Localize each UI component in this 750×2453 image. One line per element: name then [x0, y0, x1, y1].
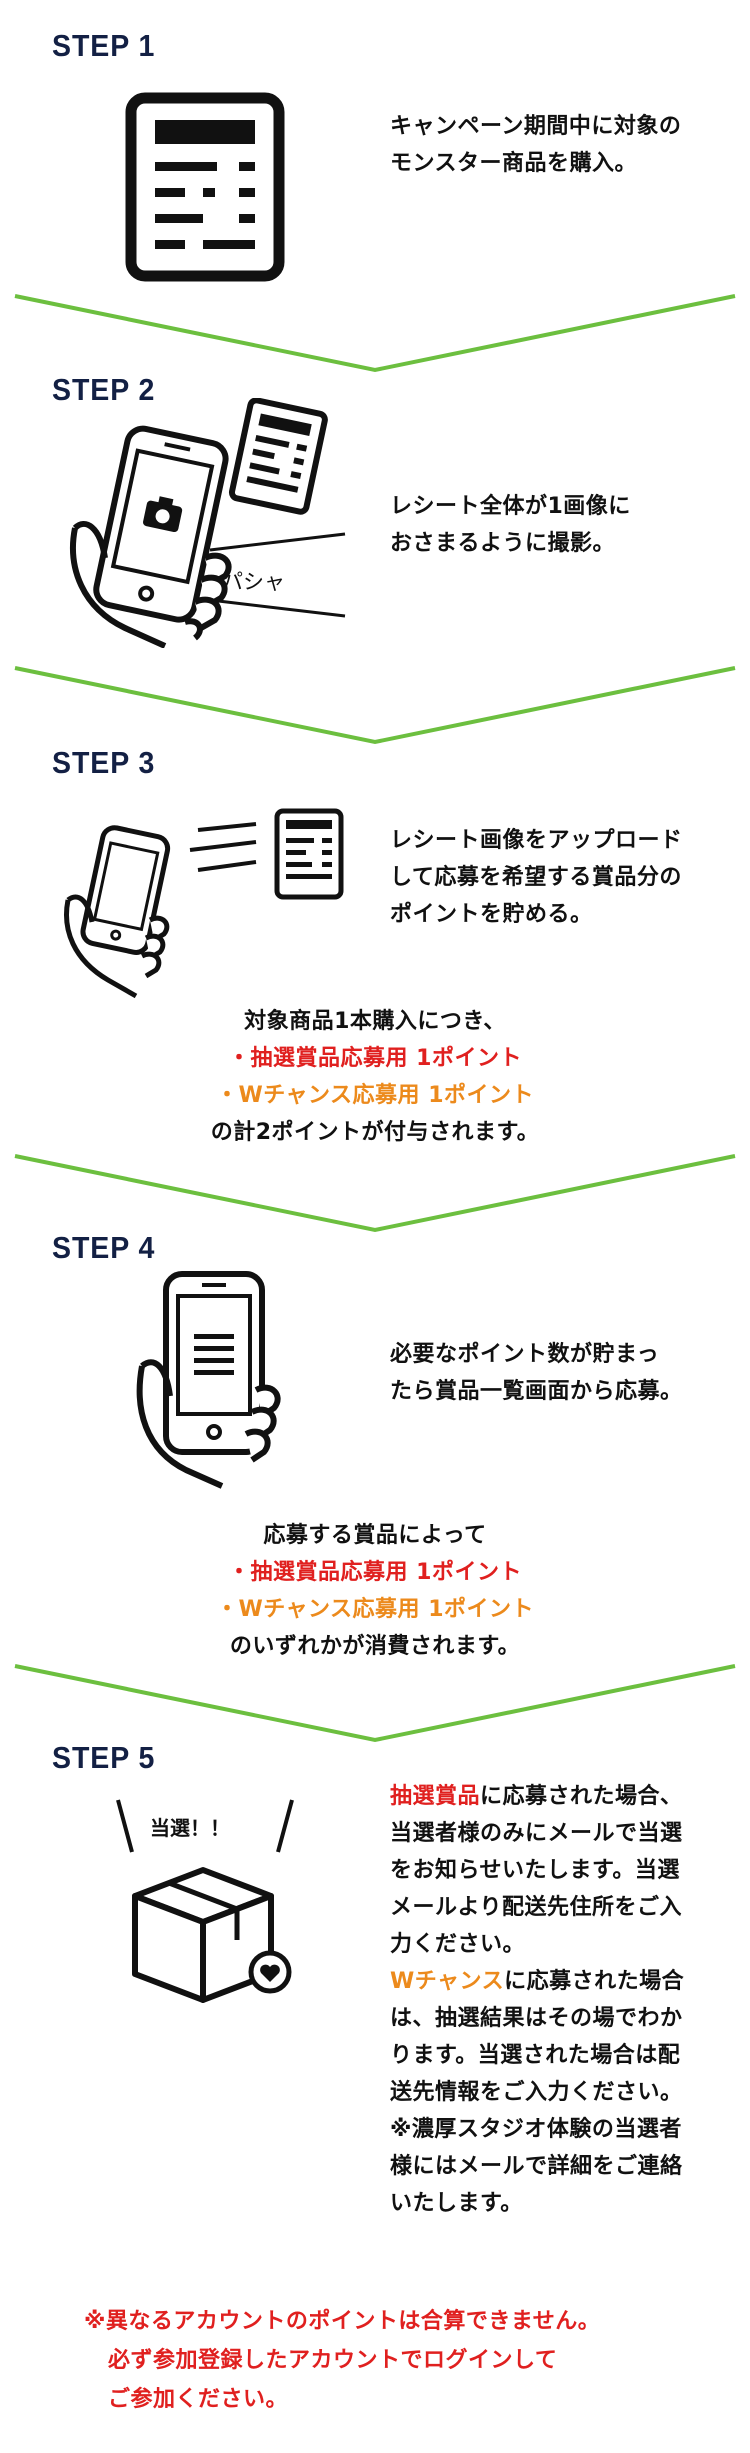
step3-points-block: 対象商品1本購入につき、 ・抽選賞品応募用 1ポイント ・Wチャンス応募用 1ポ…: [0, 1003, 750, 1151]
step5-description: 抽選賞品に応募された場合、 当選者様のみにメールで当選 をお知らせいたします。当…: [390, 1784, 685, 2216]
motion-lines: [189, 822, 257, 872]
step4-points-intro: 応募する賞品によって: [263, 1523, 487, 1548]
phone-upload-icon: [58, 820, 178, 1000]
receipt-small-icon: [228, 398, 328, 518]
chevron-divider-4: [14, 1664, 736, 1743]
step3-lottery-point: ・抽選賞品応募用 1ポイント: [228, 1046, 522, 1071]
step2-description: レシート全体が1画像に おさまるように撮影。: [390, 494, 631, 556]
heart-icon: [248, 1950, 292, 1994]
receipt-upload-icon: [272, 806, 346, 902]
wchance-term: Wチャンス: [390, 1969, 505, 1994]
step3-wchance-point: ・Wチャンス応募用 1ポイント: [215, 1083, 535, 1108]
step4-points-block: 応募する賞品によって ・抽選賞品応募用 1ポイント ・Wチャンス応募用 1ポイン…: [0, 1517, 750, 1665]
celebration-lines: [116, 1799, 294, 1853]
step4-title: STEP 4: [52, 1230, 156, 1265]
chevron-divider-3: [14, 1154, 736, 1233]
phone-camera-icon: [55, 408, 355, 648]
step3-points-intro: 対象商品1本購入につき、: [244, 1009, 506, 1034]
step4-description: 必要なポイント数が貯まっ たら賞品一覧画面から応募。: [390, 1342, 683, 1404]
step3-points-outro: の計2ポイントが付与されます。: [210, 1120, 540, 1145]
chevron-divider-2: [14, 666, 736, 745]
step3-description: レシート画像をアップロード して応募を希望する賞品分の ポイントを貯める。: [390, 828, 683, 927]
step4-points-outro: のいずれかが消費されます。: [229, 1634, 521, 1659]
win-shout-text: 当選！！: [150, 1816, 230, 1840]
chevron-divider-1: [14, 294, 736, 373]
receipt-icon: [125, 92, 285, 282]
account-notice: ※異なるアカウントのポイントは合算できません。 必ず参加登録したアカウントでログ…: [84, 2309, 601, 2412]
step4-wchance-point: ・Wチャンス応募用 1ポイント: [215, 1597, 535, 1622]
shutter-sound-text: パシャ: [222, 570, 285, 594]
lottery-prize-term: 抽選賞品: [390, 1784, 481, 1809]
step5-title: STEP 5: [52, 1740, 156, 1775]
step1-description: キャンペーン期間中に対象の モンスター商品を購入。: [390, 114, 682, 176]
step2-title: STEP 2: [52, 372, 156, 407]
shutter-lines: [209, 532, 346, 618]
step1-title: STEP 1: [52, 28, 156, 63]
step3-title: STEP 3: [52, 745, 156, 780]
step4-lottery-point: ・抽選賞品応募用 1ポイント: [228, 1560, 522, 1585]
phone-list-icon: [132, 1270, 282, 1490]
